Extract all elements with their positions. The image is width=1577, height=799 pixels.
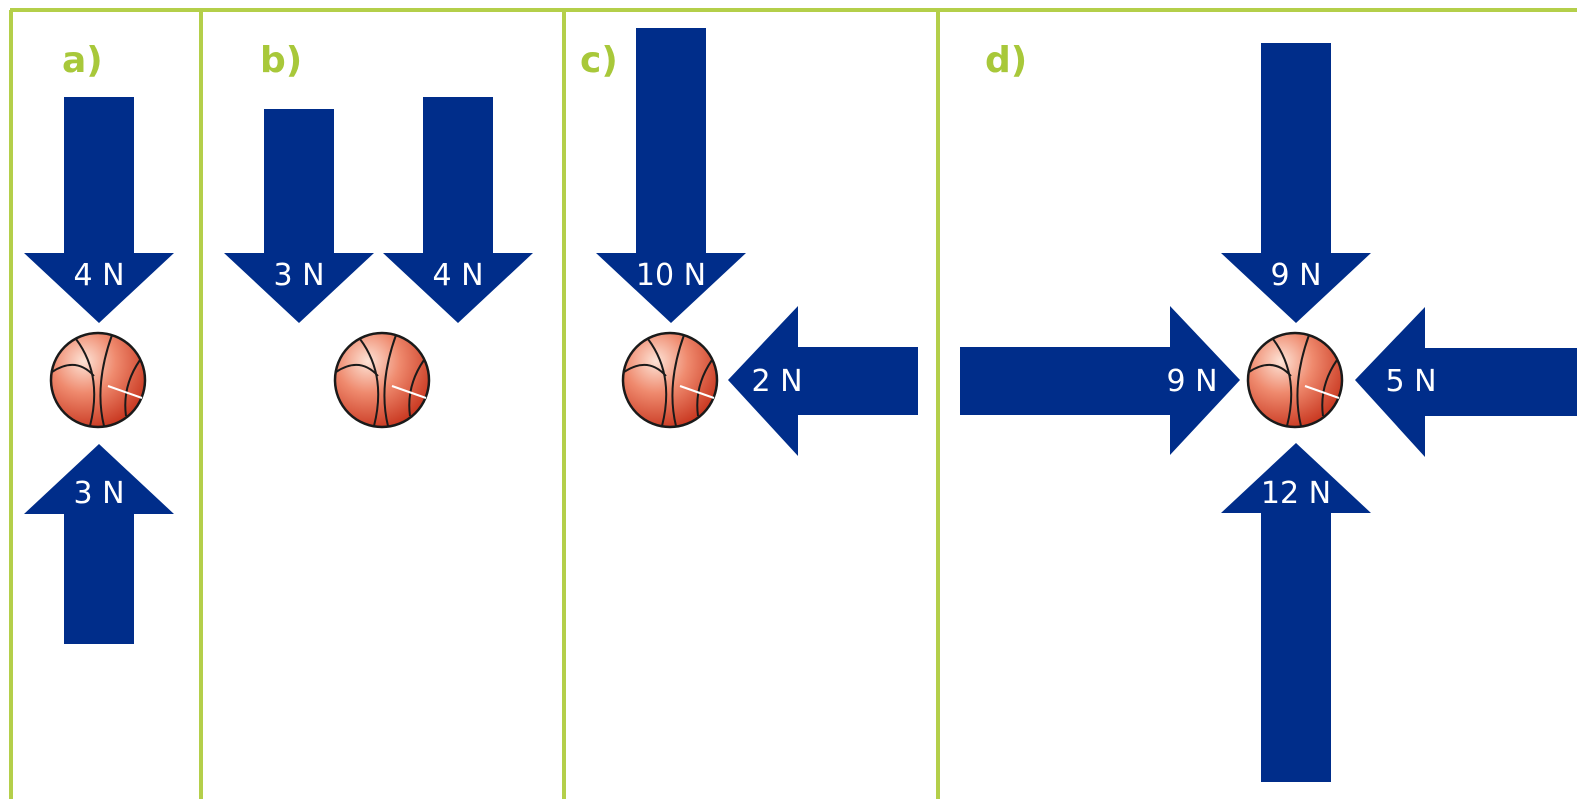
force-label-c-left: 2 N: [751, 364, 802, 399]
force-label-d-down: 9 N: [1270, 258, 1321, 293]
basketball-icon: [621, 331, 719, 429]
basketball-icon: [1246, 331, 1344, 429]
arrow-left-d: 5 N: [1355, 307, 1577, 457]
force-label-a-up: 3 N: [73, 476, 124, 511]
arrow-down-d: 9 N: [1221, 43, 1371, 323]
arrow-down-b-right: 4 N: [383, 97, 533, 323]
panel-label-d: d): [985, 40, 1027, 81]
force-label-a-down: 4 N: [73, 258, 124, 293]
panel-frames: [9, 8, 1577, 799]
panel-label-a: a): [62, 40, 103, 81]
arrow-right-d: 9 N: [960, 306, 1240, 455]
arrow-up-d: 12 N: [1221, 443, 1371, 782]
panel-label-b: b): [260, 40, 302, 81]
arrow-down-c: 10 N: [596, 28, 746, 323]
force-label-b-left: 3 N: [273, 258, 324, 293]
arrow-down-b-left: 3 N: [224, 109, 374, 323]
basketball-icon: [333, 331, 431, 429]
arrow-down-a: 4 N: [24, 97, 174, 323]
arrow-left-c: 2 N: [728, 306, 918, 456]
arrow-up-a: 3 N: [24, 444, 174, 644]
panel-a: a) 4 N 3 N: [24, 40, 174, 644]
force-label-b-right: 4 N: [432, 258, 483, 293]
panel-d: d) 9 N 9 N 5 N 12 N: [960, 40, 1577, 782]
basketball-icon: [49, 331, 147, 429]
panel-label-c: c): [580, 40, 618, 81]
panel-c: c) 10 N 2 N: [580, 28, 918, 456]
panel-b: b) 3 N 4 N: [224, 40, 533, 429]
force-label-c-down: 10 N: [636, 258, 706, 293]
force-label-d-up: 12 N: [1261, 476, 1331, 511]
force-label-d-left: 5 N: [1385, 364, 1436, 399]
force-label-d-right: 9 N: [1166, 364, 1217, 399]
